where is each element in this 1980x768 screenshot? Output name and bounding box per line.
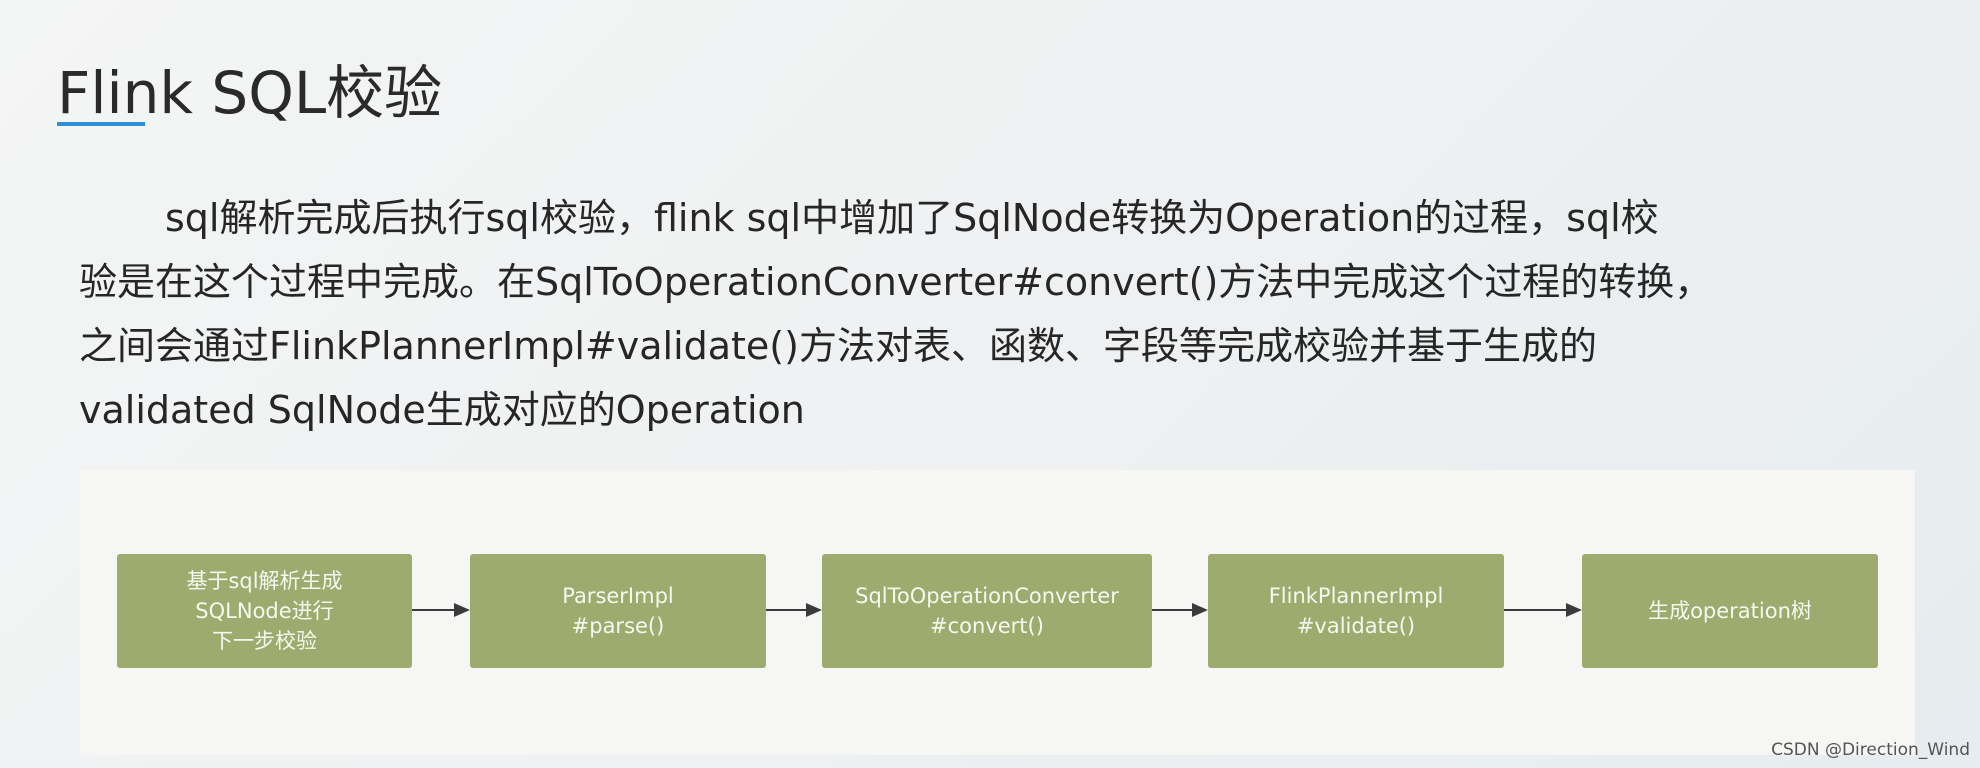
body-line-1: sql解析完成后执行sql校验，flink sql中增加了SqlNode转换为O…: [165, 196, 1659, 240]
flow-arrow-2: [766, 603, 822, 617]
body-line-2: 验是在这个过程中完成。在SqlToOperationConverter#conv…: [79, 260, 1713, 304]
flow-step-operation-tree: 生成operation树: [1582, 554, 1878, 668]
flow-step-sql-to-operation-converter: SqlToOperationConverter #convert(): [822, 554, 1152, 668]
slide-title: Flink SQL校验: [57, 58, 443, 127]
flow-step-sqlnode-generation: 基于sql解析生成 SQLNode进行 下一步校验: [117, 554, 412, 668]
flow-arrow-3: [1152, 603, 1208, 617]
flow-step-label: 基于sql解析生成 SQLNode进行 下一步校验: [186, 569, 343, 653]
flow-diagram: 基于sql解析生成 SQLNode进行 下一步校验 ParserImpl #pa…: [80, 470, 1915, 755]
flow-step-label: ParserImpl #parse(): [562, 584, 674, 638]
title-underline: [57, 122, 145, 126]
flow-step-flink-planner-impl: FlinkPlannerImpl #validate(): [1208, 554, 1504, 668]
watermark: CSDN @Direction_Wind: [1771, 740, 1970, 760]
body-line-3: 之间会通过FlinkPlannerImpl#validate()方法对表、函数、…: [79, 324, 1597, 368]
flow-step-label: FlinkPlannerImpl #validate(): [1268, 584, 1444, 638]
flow-step-label: 生成operation树: [1648, 599, 1812, 623]
flow-arrow-1: [412, 603, 470, 617]
body-line-4: validated SqlNode生成对应的Operation: [79, 388, 805, 432]
flow-arrow-4: [1504, 603, 1582, 617]
flow-step-label: SqlToOperationConverter #convert(): [855, 584, 1119, 638]
body-paragraph: sql解析完成后执行sql校验，flink sql中增加了SqlNode转换为O…: [79, 186, 1899, 442]
flow-step-parser-impl: ParserImpl #parse(): [470, 554, 766, 668]
